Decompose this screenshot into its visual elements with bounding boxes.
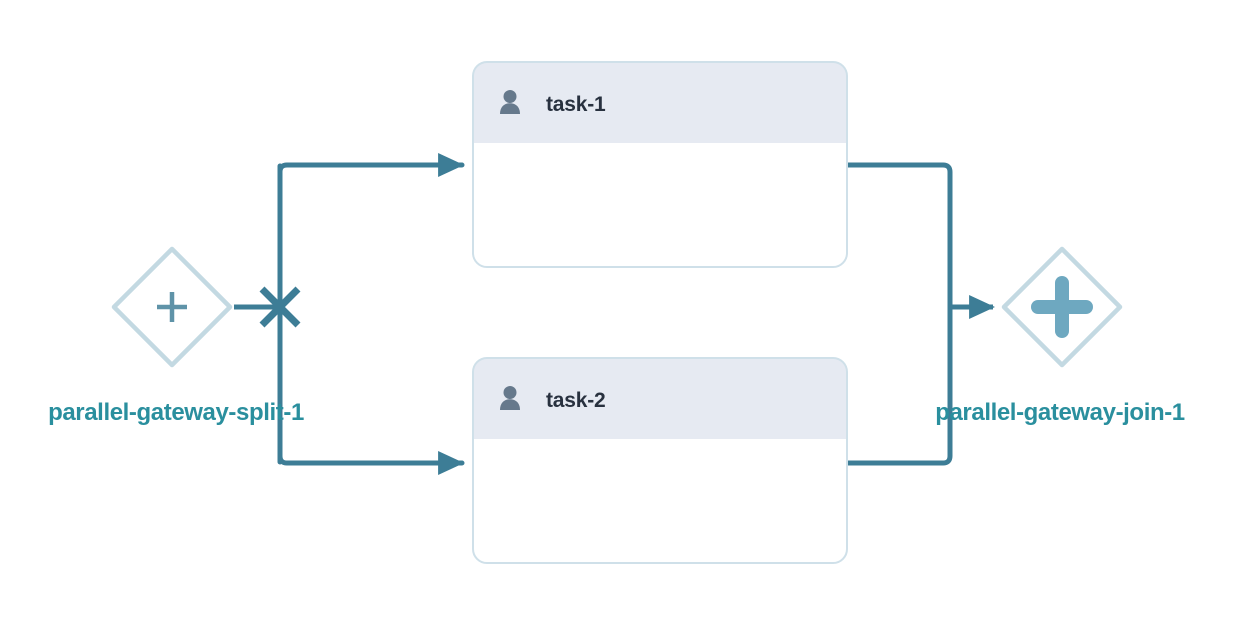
connector-layer bbox=[234, 153, 996, 475]
join-gateway-label: parallel-gateway-join-1 bbox=[935, 399, 1185, 426]
edge-split-to-task-1 bbox=[277, 153, 465, 181]
task-header bbox=[473, 358, 847, 439]
task-1-label: task-1 bbox=[546, 93, 606, 116]
parallel-gateway-split-1[interactable] bbox=[111, 246, 233, 368]
parallel-gateway-join-1[interactable] bbox=[1001, 246, 1123, 368]
task-outline bbox=[472, 61, 848, 268]
x-cross-icon bbox=[259, 286, 301, 328]
task-outline bbox=[472, 357, 848, 564]
task-header bbox=[473, 62, 847, 143]
plus-icon bbox=[1031, 276, 1093, 338]
task-2-node[interactable]: task-2 bbox=[472, 357, 848, 564]
person-icon bbox=[500, 386, 520, 410]
edge-split-to-task-2 bbox=[277, 447, 465, 475]
edge-task-2-to-join bbox=[844, 304, 953, 466]
plus-icon bbox=[157, 292, 187, 322]
split-gateway-label: parallel-gateway-split-1 bbox=[48, 399, 304, 426]
task-1-node[interactable]: task-1 bbox=[472, 61, 848, 268]
person-icon bbox=[500, 90, 520, 114]
task-2-label: task-2 bbox=[546, 389, 606, 412]
edge-task-1-to-join bbox=[844, 162, 953, 310]
